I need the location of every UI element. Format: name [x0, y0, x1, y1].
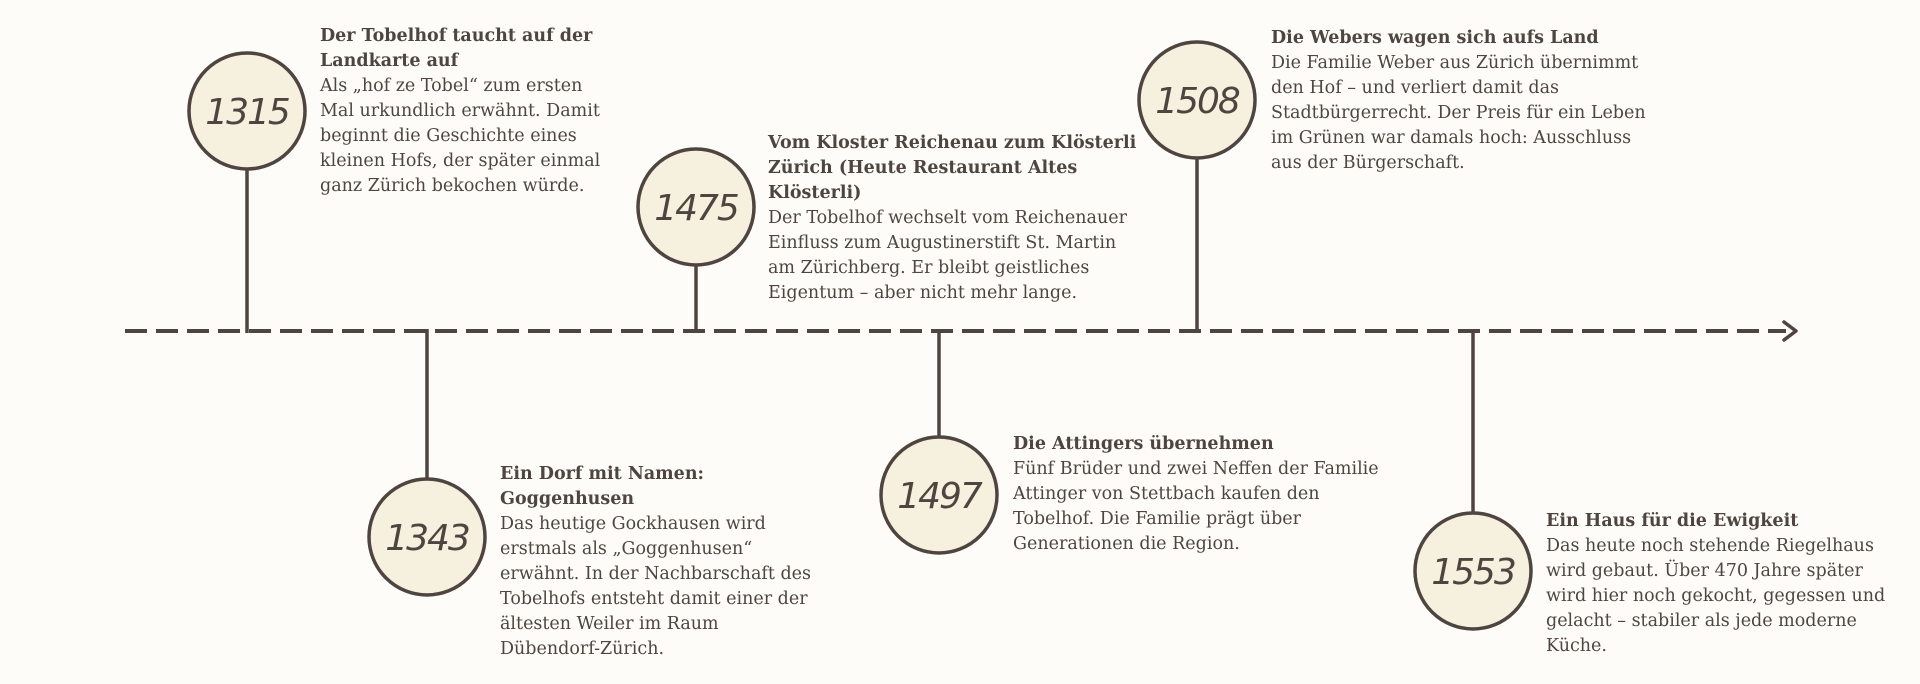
event-marker-1497: 1497 — [879, 329, 999, 555]
event-description: Das heute noch stehende Riegelhaus wird … — [1546, 536, 1886, 656]
event-marker-1475: 1475 — [636, 147, 756, 333]
event-title: Der Tobelhof taucht auf der Landkarte au… — [320, 26, 593, 71]
event-description: Der Tobelhof wechselt vom Reichenauer Ei… — [768, 208, 1127, 303]
event-1343: Ein Dorf mit Namen: Goggenhusen Das heut… — [500, 462, 820, 662]
year-circle — [879, 435, 999, 555]
arrow-head-icon — [1782, 320, 1798, 342]
event-description: Als „hof ze Tobel“ zum ersten Mal urkund… — [320, 76, 601, 196]
year-circle — [1413, 511, 1533, 631]
event-title: Vom Kloster Reichenau zum Klösterli Züri… — [768, 133, 1137, 203]
year-circle — [187, 51, 307, 171]
year-circle — [636, 147, 756, 267]
event-description: Das heutige Gockhausen wird erstmals als… — [500, 514, 811, 659]
event-1475: Vom Kloster Reichenau zum Klösterli Züri… — [768, 131, 1138, 306]
event-1553: Ein Haus für die Ewigkeit Das heute noch… — [1546, 509, 1906, 659]
event-title: Die Attingers übernehmen — [1013, 434, 1274, 454]
event-title: Ein Haus für die Ewigkeit — [1546, 511, 1799, 531]
year-label: 1508 — [1155, 81, 1240, 122]
event-1508: Die Webers wagen sich aufs Land Die Fami… — [1271, 26, 1646, 176]
event-1315: Der Tobelhof taucht auf der Landkarte au… — [320, 24, 620, 199]
event-title: Die Webers wagen sich aufs Land — [1271, 28, 1599, 48]
event-title: Ein Dorf mit Namen: Goggenhusen — [500, 464, 705, 509]
event-marker-1553: 1553 — [1413, 329, 1533, 631]
year-label: 1343 — [385, 518, 469, 559]
event-marker-1315: 1315 — [187, 51, 307, 333]
event-1497: Die Attingers übernehmen Fünf Brüder und… — [1013, 432, 1383, 557]
year-label: 1553 — [1431, 552, 1515, 593]
event-marker-1508: 1508 — [1137, 40, 1257, 333]
year-circle — [367, 477, 487, 597]
event-description: Fünf Brüder und zwei Neffen der Familie … — [1013, 459, 1379, 554]
year-label: 1497 — [897, 476, 983, 517]
year-label: 1315 — [205, 92, 289, 133]
year-label: 1475 — [654, 188, 738, 229]
year-circle — [1137, 40, 1257, 160]
event-marker-1343: 1343 — [367, 329, 487, 597]
event-description: Die Familie Weber aus Zürich übernimmt d… — [1271, 53, 1646, 173]
